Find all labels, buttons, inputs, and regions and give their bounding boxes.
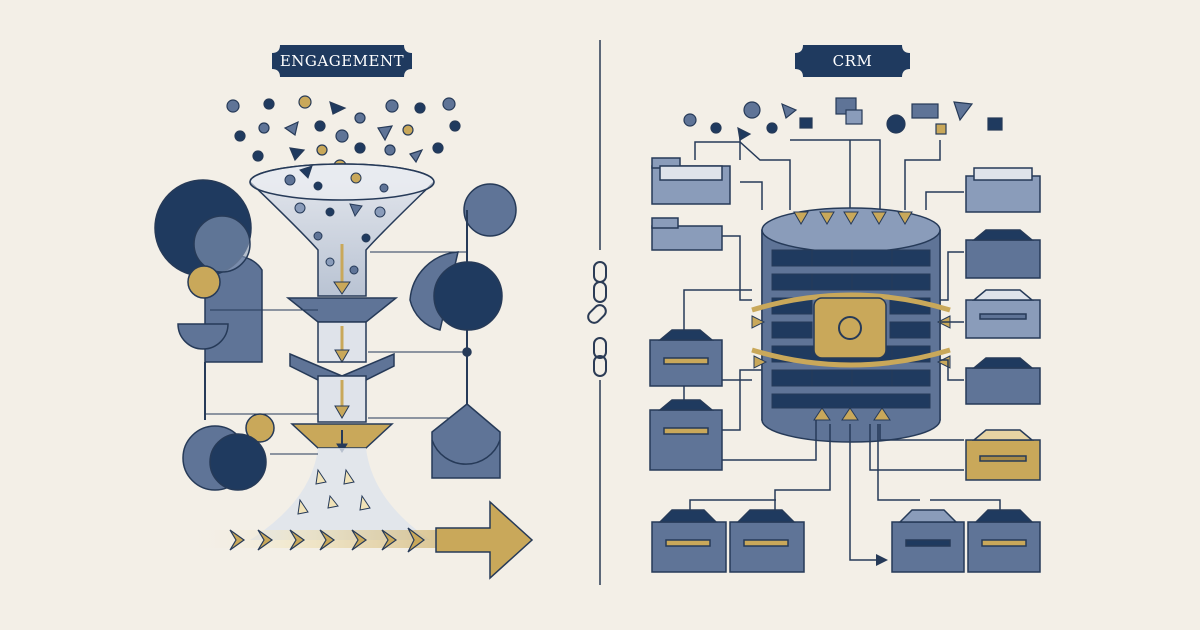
file-drawer-icon: [649, 329, 723, 387]
crm-side-connectors: [683, 181, 1001, 561]
crm-badge: CRM: [795, 45, 910, 77]
vault-lock-icon: [813, 297, 887, 359]
file-drawer-icon: [967, 509, 1041, 573]
outflow: [250, 448, 430, 540]
database-cylinder-icon: [751, 207, 951, 443]
funnel-icon: [249, 163, 435, 297]
circle-shapes-right: [368, 183, 517, 479]
file-drawer-icon: [649, 399, 723, 471]
particle-cluster: [226, 95, 461, 173]
divider: [587, 40, 607, 585]
badge-shape: [795, 45, 910, 77]
file-drawer-icon: [729, 509, 805, 573]
file-drawer-icon: [965, 357, 1041, 405]
file-drawer-icon: [965, 229, 1041, 279]
crm-particles: [683, 97, 1003, 141]
file-drawer-icon: [651, 217, 723, 251]
file-drawer-icon: [965, 289, 1041, 339]
crm-label: CRM: [832, 52, 873, 70]
arrow-stream: [188, 500, 534, 580]
file-drawer-icon: [651, 509, 727, 573]
big-arrow-icon: [435, 500, 534, 580]
badge-shape: [272, 45, 412, 77]
engagement-badge: ENGAGEMENT: [272, 45, 412, 77]
crm-top-connectors: [694, 130, 941, 210]
inflow-arrows: [751, 211, 951, 421]
circle-shapes-left: [154, 179, 318, 491]
chain-link-icon: [587, 261, 607, 377]
filter-stage-icon: [285, 297, 399, 453]
file-drawer-icon: [891, 509, 965, 573]
file-drawer-icon: [965, 167, 1041, 213]
file-drawer-icon: [965, 429, 1041, 481]
file-drawers: [649, 157, 1041, 573]
file-drawer-icon: [651, 157, 731, 205]
engagement-label: ENGAGEMENT: [279, 52, 405, 70]
